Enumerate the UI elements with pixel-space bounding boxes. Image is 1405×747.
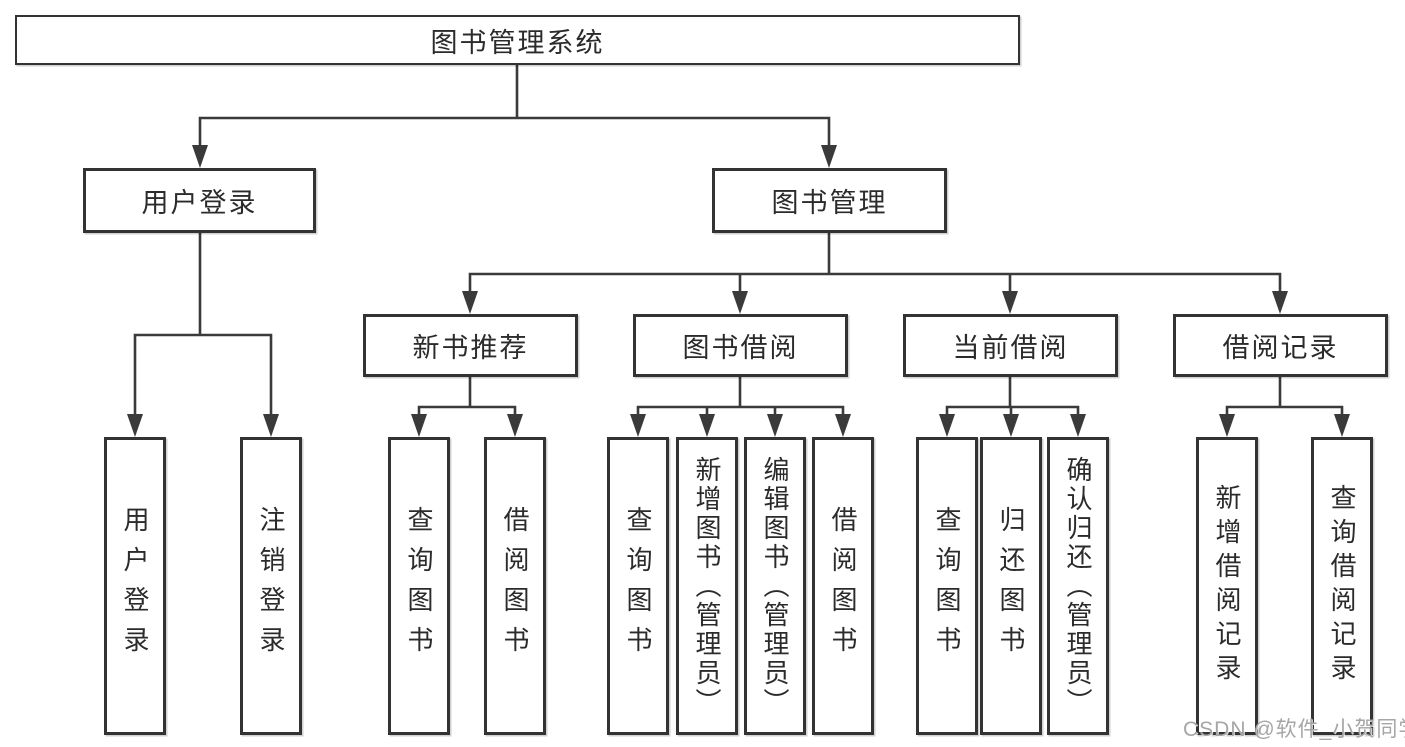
connector-borrowing-records-to-leaves bbox=[1225, 377, 1344, 416]
node-label: 图书管理系统 bbox=[430, 27, 605, 58]
node-label: 借阅图书 bbox=[828, 506, 858, 666]
connector-current-borrowing-to-leaves bbox=[945, 377, 1080, 416]
node-label: 编辑图书（管理员） bbox=[760, 455, 790, 717]
node-current-borrowing: 当前借阅 bbox=[903, 314, 1118, 377]
leaf-nbr-borrow-books: 借阅图书 bbox=[484, 437, 546, 735]
connector-book-borrowing-to-leaves bbox=[636, 377, 845, 416]
leaf-bb-edit-books-admin: 编辑图书（管理员） bbox=[744, 437, 806, 735]
leaf-bb-add-books-admin: 新增图书（管理员） bbox=[676, 437, 738, 735]
node-label: 新书推荐 bbox=[412, 333, 529, 363]
node-label: 查询图书 bbox=[932, 506, 962, 666]
node-label: 新增图书（管理员） bbox=[692, 455, 722, 717]
node-borrowing-records: 借阅记录 bbox=[1173, 314, 1388, 377]
connector-root-to-level2 bbox=[198, 65, 831, 150]
leaf-cb-query-books: 查询图书 bbox=[916, 437, 978, 735]
node-label: 归还图书 bbox=[996, 506, 1026, 666]
node-label: 查询图书 bbox=[623, 506, 653, 666]
node-label: 注销登录 bbox=[256, 506, 286, 666]
node-label: 查询图书 bbox=[404, 506, 434, 666]
node-label: 查询借阅记录 bbox=[1327, 484, 1357, 688]
leaf-bb-query-books: 查询图书 bbox=[607, 437, 669, 735]
node-book-management: 图书管理 bbox=[712, 168, 947, 233]
node-label: 当前借阅 bbox=[952, 333, 1069, 363]
node-new-book-recommendation: 新书推荐 bbox=[363, 314, 578, 377]
node-label: 新增借阅记录 bbox=[1212, 484, 1242, 688]
node-book-borrowing: 图书借阅 bbox=[633, 314, 848, 377]
node-label: 借阅图书 bbox=[500, 506, 530, 666]
connector-book-management-to-level3 bbox=[468, 233, 1282, 296]
leaf-user-login: 用户登录 bbox=[104, 437, 166, 735]
leaf-br-query-borrow-record: 查询借阅记录 bbox=[1311, 437, 1373, 735]
node-label: 图书借阅 bbox=[682, 333, 799, 363]
leaf-br-add-borrow-record: 新增借阅记录 bbox=[1196, 437, 1258, 735]
leaf-cb-confirm-return-admin: 确认归还（管理员） bbox=[1047, 437, 1109, 735]
node-user-login: 用户登录 bbox=[83, 168, 316, 233]
node-label: 图书管理 bbox=[771, 188, 888, 218]
leaf-bb-borrow-books: 借阅图书 bbox=[812, 437, 874, 735]
leaf-nbr-query-books: 查询图书 bbox=[388, 437, 450, 735]
leaf-cb-return-books: 归还图书 bbox=[980, 437, 1042, 735]
node-label: 用户登录 bbox=[141, 188, 258, 218]
leaf-logout-login: 注销登录 bbox=[240, 437, 302, 735]
node-label: 借阅记录 bbox=[1222, 333, 1339, 363]
node-label: 用户登录 bbox=[120, 506, 150, 666]
node-label: 确认归还（管理员） bbox=[1063, 455, 1093, 717]
csdn-watermark: CSDN @软件_小贺同学 bbox=[1183, 718, 1405, 741]
node-root: 图书管理系统 bbox=[15, 15, 1020, 65]
connector-new-book-recommendation-to-leaves bbox=[417, 377, 517, 416]
connector-user-login-to-leaves bbox=[133, 233, 273, 416]
